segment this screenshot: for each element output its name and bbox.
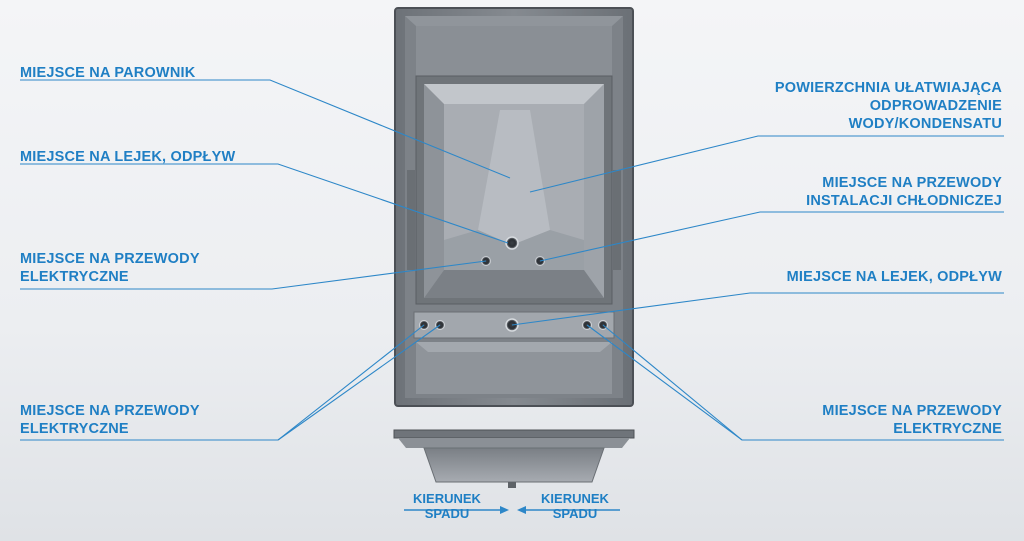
label-elektryczne-left-1-line2: ELEKTRYCZNE bbox=[20, 269, 129, 285]
leader-elektryczne-right-b bbox=[602, 324, 743, 441]
profile-rim bbox=[393, 429, 635, 439]
label-parownik: MIEJSCE NA PAROWNIK bbox=[20, 64, 195, 82]
leader-elektryczne-left-1 bbox=[20, 260, 487, 290]
direction-right-line1: KIERUNEK bbox=[541, 491, 609, 506]
label-elektryczne-left-2: MIEJSCE NA PRZEWODY ELEKTRYCZNE bbox=[20, 402, 200, 438]
label-elektryczne-right-line2: ELEKTRYCZNE bbox=[893, 421, 1002, 437]
label-elektryczne-right-line1: MIEJSCE NA PRZEWODY bbox=[822, 403, 1002, 419]
label-elektryczne-left-2-line1: MIEJSCE NA PRZEWODY bbox=[20, 403, 200, 419]
label-lejek-left-text: MIEJSCE NA LEJEK, ODPŁYW bbox=[20, 149, 236, 165]
profile-flange bbox=[398, 438, 630, 448]
label-elektryczne-left-2-line2: ELEKTRYCZNE bbox=[20, 421, 129, 437]
leader-lines bbox=[20, 79, 1004, 441]
basin-slope-top bbox=[424, 84, 604, 104]
side-recess-right bbox=[613, 170, 621, 270]
flow-direction-arrows bbox=[404, 506, 620, 514]
label-elektryczne-left-1: MIEJSCE NA PRZEWODY ELEKTRYCZNE bbox=[20, 250, 200, 286]
label-powierzchnia-line3: WODY/KONDENSATU bbox=[848, 116, 1002, 132]
label-parownik-text: MIEJSCE NA PAROWNIK bbox=[20, 65, 196, 81]
leader-parownik bbox=[20, 79, 511, 179]
label-lejek-left: MIEJSCE NA LEJEK, ODPŁYW bbox=[20, 148, 235, 166]
tray-upper-surface bbox=[416, 26, 612, 76]
label-chlodnicze-line2: INSTALACJI CHŁODNICZEJ bbox=[806, 193, 1002, 209]
label-lejek-right-text: MIEJSCE NA LEJEK, ODPŁYW bbox=[786, 269, 1002, 285]
basin-slope-left bbox=[424, 84, 444, 298]
drain-surface-channel bbox=[444, 230, 584, 270]
label-chlodnicze-line1: MIEJSCE NA PRZEWODY bbox=[822, 175, 1002, 191]
label-powierzchnia-line1: POWIERZCHNIA UŁATWIAJĄCA bbox=[774, 80, 1002, 96]
direction-left-line1: KIERUNEK bbox=[413, 491, 481, 506]
leader-lejek-right bbox=[511, 292, 1004, 326]
label-elektryczne-right: MIEJSCE NA PRZEWODY ELEKTRYCZNE bbox=[822, 402, 1002, 438]
label-chlodnicze: MIEJSCE NA PRZEWODY INSTALACJI CHŁODNICZ… bbox=[806, 174, 1002, 210]
leader-chlodnicze bbox=[539, 211, 1004, 262]
lower-basin-slope bbox=[416, 342, 612, 352]
basin-slope-bottom bbox=[424, 270, 604, 298]
label-powierzchnia-line2: ODPROWADZENIE bbox=[869, 98, 1002, 114]
direction-label-left: KIERUNEK SPADU bbox=[404, 491, 490, 521]
leader-powierzchnia bbox=[529, 135, 1004, 193]
drain-funnel-hole bbox=[505, 236, 519, 250]
label-powierzchnia: POWIERZCHNIA UŁATWIAJĄCA ODPROWADZENIE W… bbox=[775, 79, 1002, 133]
direction-label-right: KIERUNEK SPADU bbox=[532, 491, 618, 521]
label-lejek-right: MIEJSCE NA LEJEK, ODPŁYW bbox=[787, 268, 1002, 286]
arrow-left-head bbox=[500, 506, 509, 514]
leader-lejek-left bbox=[20, 163, 509, 244]
profile-drain-spout bbox=[508, 482, 516, 488]
arrow-right-head bbox=[517, 506, 526, 514]
drip-tray-side-profile bbox=[393, 429, 635, 488]
direction-left-line2: SPADU bbox=[424, 506, 470, 521]
drip-tray-top-view bbox=[394, 7, 634, 407]
basin-slope-right bbox=[584, 84, 604, 298]
direction-right-line2: SPADU bbox=[552, 506, 598, 521]
drain-surface-ridge bbox=[478, 110, 550, 245]
profile-body bbox=[423, 447, 605, 483]
leader-elektryczne-left-2b bbox=[277, 324, 441, 441]
label-elektryczne-left-1-line1: MIEJSCE NA PRZEWODY bbox=[20, 251, 200, 267]
side-recess-left bbox=[407, 170, 415, 270]
tray-top-bevel bbox=[405, 16, 623, 26]
